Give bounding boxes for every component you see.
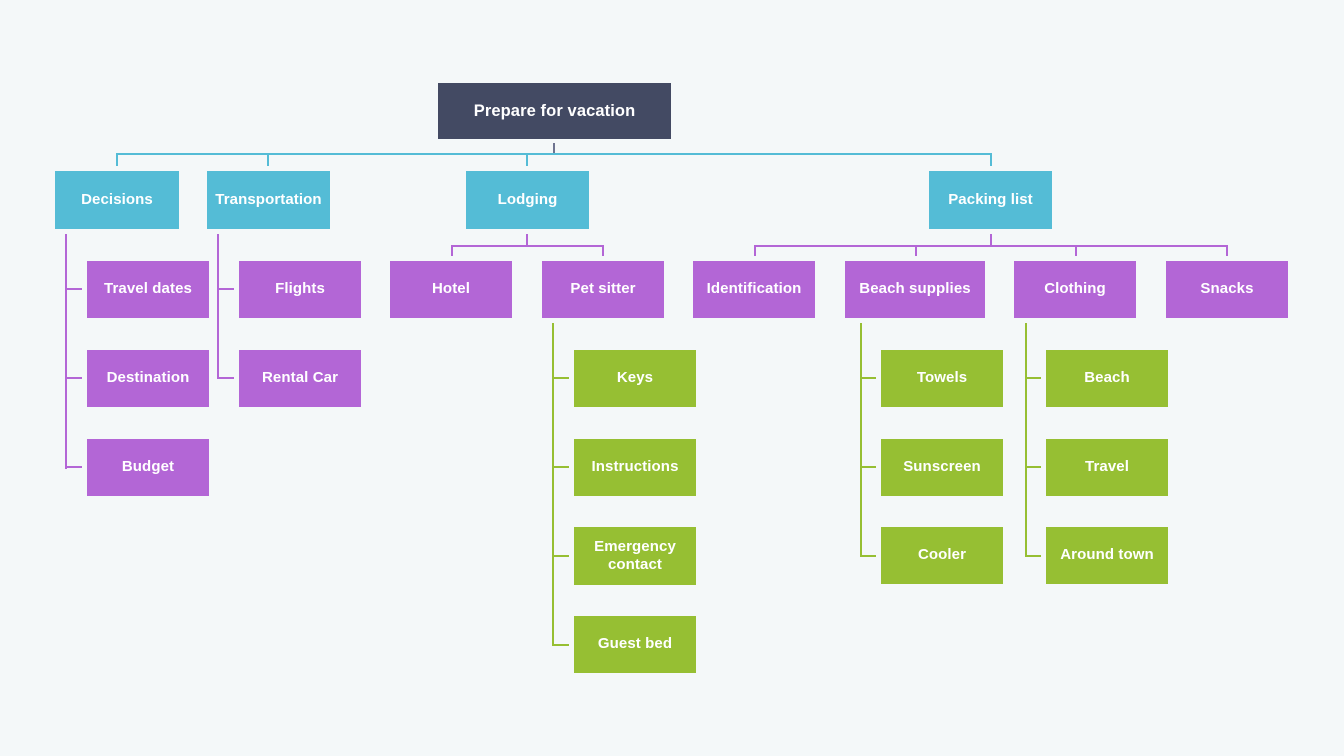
node-identification[interactable]: Identification: [693, 261, 815, 318]
edge-packing-bus: [754, 245, 1228, 247]
node-emergency-contact[interactable]: Emergency contact: [574, 527, 696, 585]
node-hotel[interactable]: Hotel: [390, 261, 512, 318]
edge-level1-stub-packing: [990, 153, 992, 172]
node-beach-supplies[interactable]: Beach supplies: [845, 261, 985, 318]
edge-decisions-spine: [65, 229, 67, 469]
edge-level1-stub-decisions: [116, 153, 118, 172]
node-beach[interactable]: Beach: [1046, 350, 1168, 407]
node-sunscreen[interactable]: Sunscreen: [881, 439, 1003, 496]
edge-clothing-to-around-town: [1025, 555, 1047, 557]
node-towels[interactable]: Towels: [881, 350, 1003, 407]
edge-transportation-spine: [217, 229, 219, 379]
node-rental-car[interactable]: Rental Car: [239, 350, 361, 407]
edge-packing-stem: [990, 229, 992, 246]
node-around-town[interactable]: Around town: [1046, 527, 1168, 584]
node-flights[interactable]: Flights: [239, 261, 361, 318]
edge-beach-supplies-to-sunscreen: [860, 466, 882, 468]
node-guest-bed[interactable]: Guest bed: [574, 616, 696, 673]
edge-transportation-to-rental-car: [217, 377, 239, 379]
node-prepare-for-vacation[interactable]: Prepare for vacation: [438, 83, 671, 139]
node-packing-list[interactable]: Packing list: [929, 171, 1052, 229]
edge-transportation-to-flights: [217, 288, 239, 290]
edge-clothing-spine: [1025, 318, 1027, 557]
node-lodging[interactable]: Lodging: [466, 171, 589, 229]
edge-packing-stub-identification: [754, 245, 756, 262]
edge-pet-sitter-to-emergency-contact: [552, 555, 574, 557]
node-budget[interactable]: Budget: [87, 439, 209, 496]
node-travel[interactable]: Travel: [1046, 439, 1168, 496]
edge-beach-supplies-spine: [860, 318, 862, 557]
node-decisions[interactable]: Decisions: [55, 171, 179, 229]
edge-packing-stub-clothing: [1075, 245, 1077, 262]
edge-packing-stub-beach-supplies: [915, 245, 917, 262]
edge-level1-stub-lodging: [526, 153, 528, 172]
edge-beach-supplies-to-cooler: [860, 555, 882, 557]
edge-pet-sitter-to-instructions: [552, 466, 574, 468]
node-clothing[interactable]: Clothing: [1014, 261, 1136, 318]
edge-clothing-to-travel: [1025, 466, 1047, 468]
node-transportation[interactable]: Transportation: [207, 171, 330, 229]
node-instructions[interactable]: Instructions: [574, 439, 696, 496]
edge-lodging-stub-hotel: [451, 245, 453, 262]
edge-lodging-stub-pet-sitter: [602, 245, 604, 262]
node-destination[interactable]: Destination: [87, 350, 209, 407]
edge-level1-bus: [116, 153, 992, 155]
edge-decisions-to-budget: [65, 466, 87, 468]
edge-beach-supplies-to-towels: [860, 377, 882, 379]
node-keys[interactable]: Keys: [574, 350, 696, 407]
edge-lodging-bus: [451, 245, 604, 247]
edge-clothing-to-beach: [1025, 377, 1047, 379]
edge-pet-sitter-to-keys: [552, 377, 574, 379]
node-snacks[interactable]: Snacks: [1166, 261, 1288, 318]
edge-lodging-stem: [526, 229, 528, 246]
node-pet-sitter[interactable]: Pet sitter: [542, 261, 664, 318]
edge-decisions-to-destination: [65, 377, 87, 379]
edge-root-stem: [553, 139, 555, 155]
edge-pet-sitter-spine: [552, 318, 554, 646]
edge-decisions-to-travel-dates: [65, 288, 87, 290]
edge-level1-stub-transportation: [267, 153, 269, 172]
edge-packing-stub-snacks: [1226, 245, 1228, 262]
node-travel-dates[interactable]: Travel dates: [87, 261, 209, 318]
node-cooler[interactable]: Cooler: [881, 527, 1003, 584]
edge-pet-sitter-to-guest-bed: [552, 644, 574, 646]
